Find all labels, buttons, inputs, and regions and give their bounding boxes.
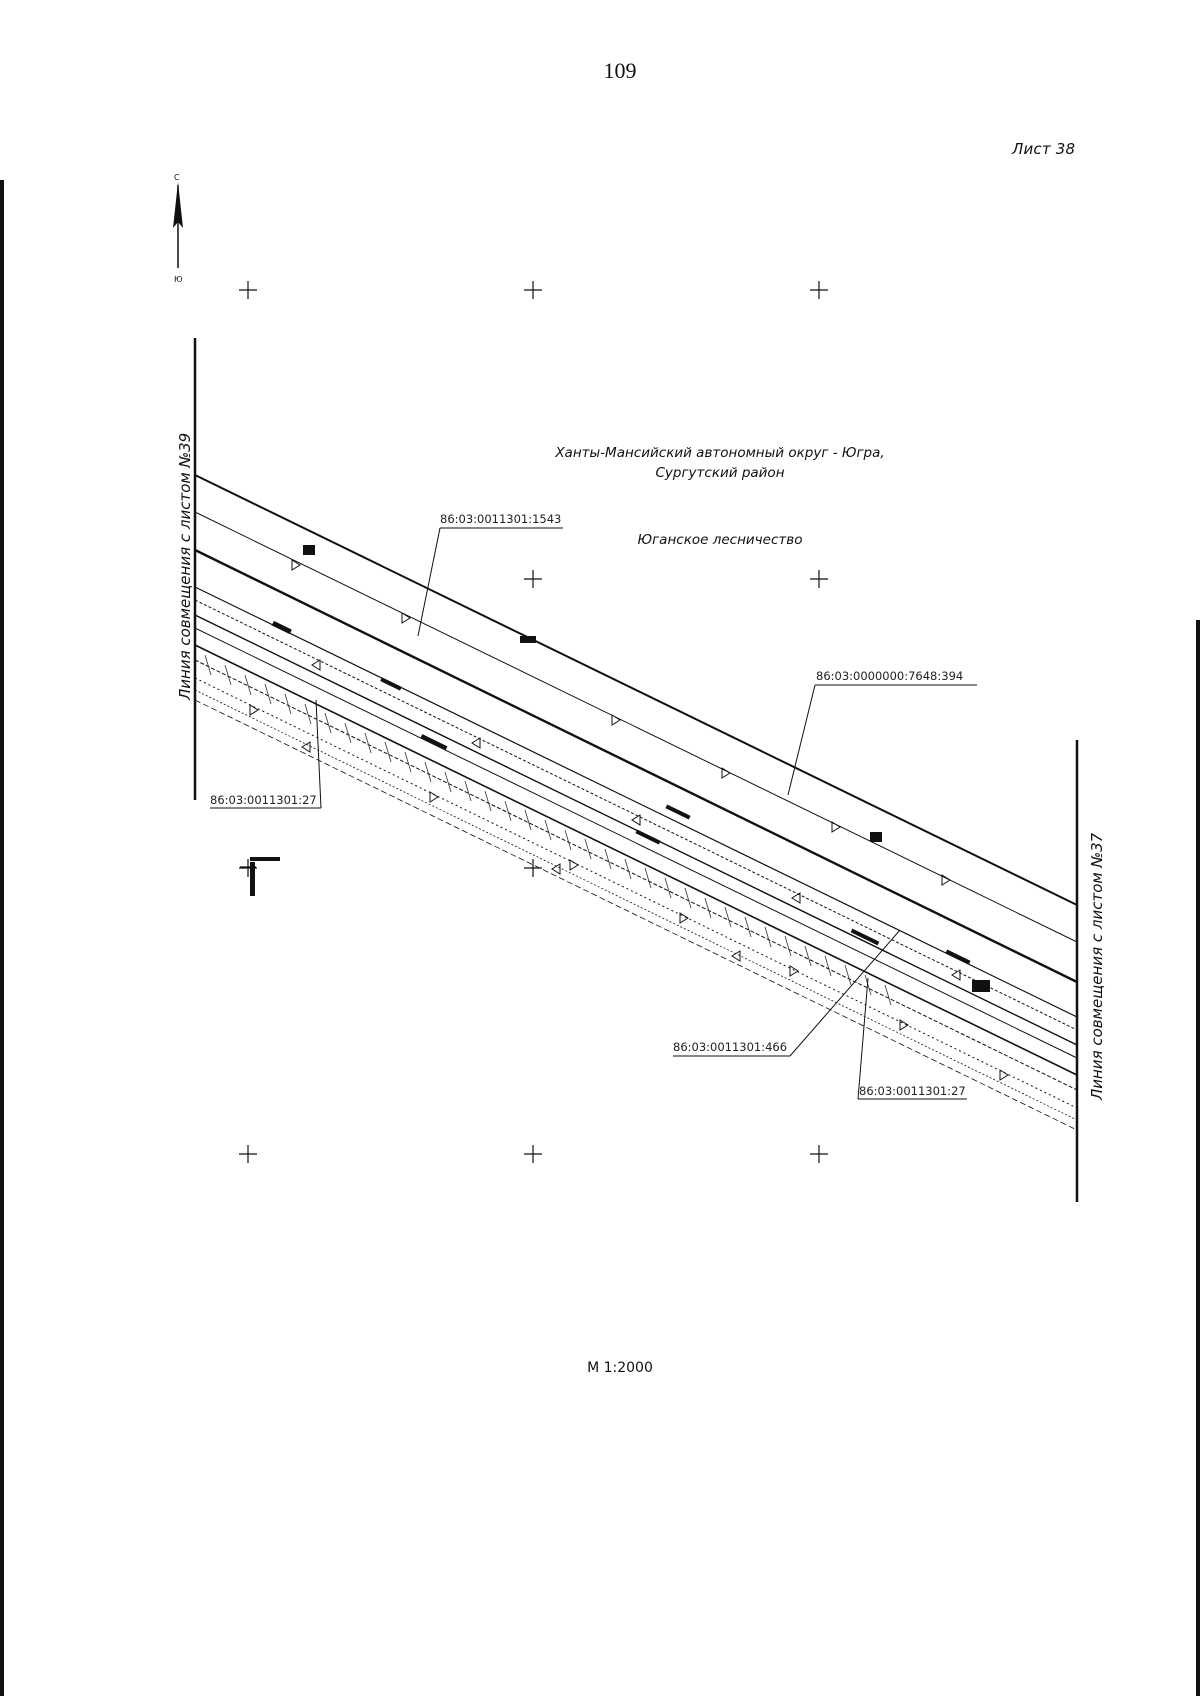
corridor-line xyxy=(194,699,1078,1131)
corridor-line xyxy=(194,689,1078,1121)
corridor-line xyxy=(194,614,1078,1046)
leader-line-466 xyxy=(789,929,901,1057)
grid-cross xyxy=(810,570,828,588)
north-arrow-icon: С Ю xyxy=(173,173,183,284)
south-label: Ю xyxy=(174,275,183,284)
grid-cross xyxy=(239,1145,257,1163)
grid-cross xyxy=(524,570,542,588)
grid-cross xyxy=(810,1145,828,1163)
parcel-leaders xyxy=(210,527,977,1100)
grid-cross xyxy=(524,1145,542,1163)
north-label: С xyxy=(174,173,180,182)
leader-line-27-left xyxy=(315,699,322,809)
corridor-line xyxy=(194,659,1078,1091)
line-markers xyxy=(249,559,1009,1081)
parcel-label-27-left: 86:03:0011301:27 xyxy=(210,793,317,807)
forestry-label: Юганское лесничество xyxy=(638,532,803,548)
leader-line-27-right xyxy=(857,977,869,1100)
leader-line-1543 xyxy=(417,527,441,637)
corridor-line xyxy=(194,511,1078,943)
grid-cross xyxy=(524,281,542,299)
parcel-label-1543: 86:03:0011301:1543 xyxy=(440,512,561,526)
grid-cross xyxy=(239,281,257,299)
page-number: 109 xyxy=(603,58,637,83)
dense-line-labels xyxy=(271,545,990,992)
parcel-label-27-right: 86:03:0011301:27 xyxy=(859,1084,966,1098)
grid-crosses xyxy=(239,281,828,1163)
corridor-line xyxy=(194,548,1078,984)
scan-edge-left xyxy=(0,180,4,1696)
map-scale: М 1:2000 xyxy=(587,1360,653,1376)
corridor-line xyxy=(194,599,1078,1031)
sheet-label: Лист 38 xyxy=(1012,140,1076,158)
leader-underline-394 xyxy=(787,684,816,796)
hatched-strip xyxy=(204,654,892,1006)
region-label-line1: Ханты-Мансийский автономный округ - Югра… xyxy=(554,445,884,461)
corridor-border-top xyxy=(194,474,1078,906)
match-line-right-label: Линия совмещения с листом №37 xyxy=(1088,832,1106,1101)
region-label-line2: Сургутский район xyxy=(655,465,784,481)
corridor-line xyxy=(194,677,1078,1109)
corridor-line xyxy=(194,586,1078,1018)
scale-bar-icon xyxy=(240,857,280,896)
scan-edge-right xyxy=(1196,620,1200,1696)
parcel-label-466: 86:03:0011301:466 xyxy=(673,1040,787,1054)
corridor-lines xyxy=(194,474,1078,1131)
corridor-line xyxy=(194,627,1078,1059)
grid-cross xyxy=(810,281,828,299)
match-line-left-label: Линия совмещения с листом №39 xyxy=(176,433,194,701)
corridor-line xyxy=(194,644,1078,1076)
parcel-label-394: 86:03:0000000:7648:394 xyxy=(816,669,963,683)
